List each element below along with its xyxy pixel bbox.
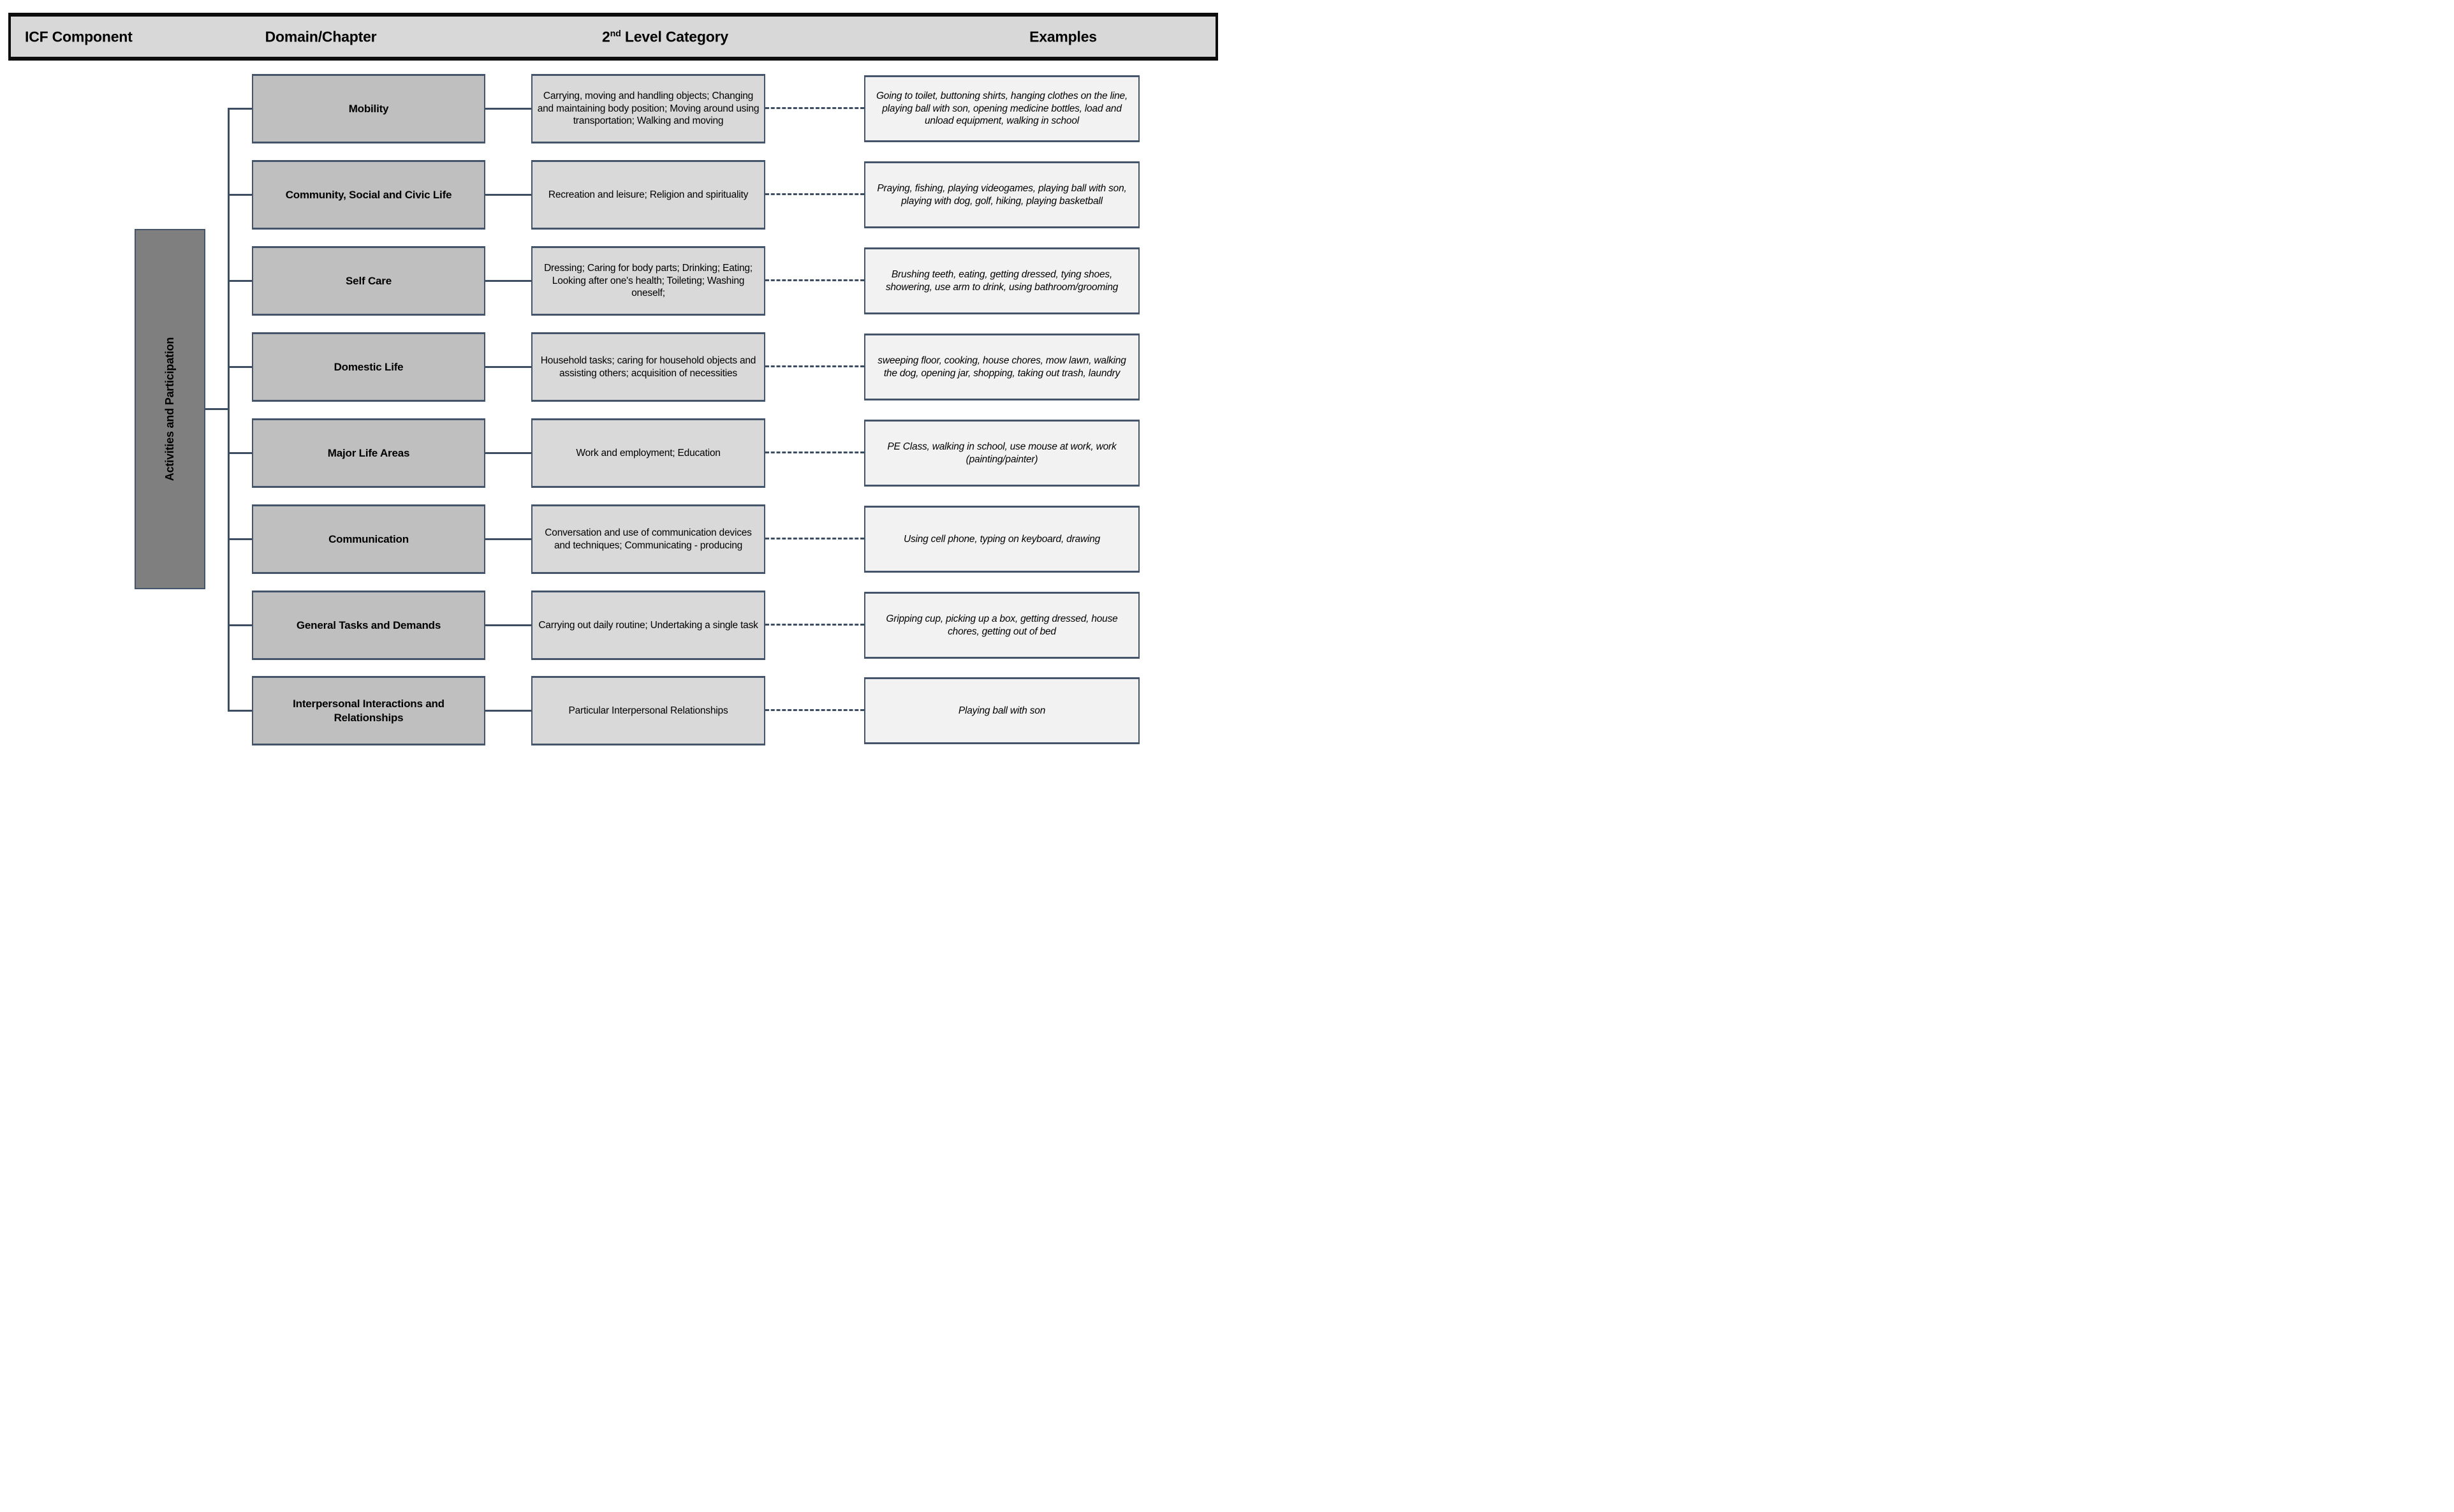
category-box: Conversation and use of communication de… [531, 504, 765, 574]
row-communication: Communication Conversation and use of co… [0, 504, 1227, 574]
row-interpersonal-interactions: Interpersonal Interactions and Relations… [0, 676, 1227, 745]
connector-dashed [765, 279, 864, 281]
domain-box: Communication [252, 504, 485, 574]
connector-stub [228, 366, 252, 368]
column-header-domain-chapter: Domain/Chapter [265, 28, 377, 45]
connector-stub [228, 624, 252, 626]
connector-solid [485, 710, 531, 712]
domain-box: General Tasks and Demands [252, 591, 485, 660]
connector-stub [228, 194, 252, 196]
connector-stub [228, 710, 252, 712]
connector-stub [228, 280, 252, 282]
connector-dashed [765, 193, 864, 195]
examples-box: Praying, fishing, playing videogames, pl… [864, 161, 1140, 228]
examples-box: Using cell phone, typing on keyboard, dr… [864, 506, 1140, 573]
row-self-care: Self Care Dressing; Caring for body part… [0, 246, 1227, 316]
column-header-icf-component: ICF Component [25, 28, 133, 45]
connector-solid [485, 194, 531, 196]
column-header-examples: Examples [1029, 28, 1097, 45]
category-box: Carrying, moving and handling objects; C… [531, 74, 765, 143]
connector-dashed [765, 365, 864, 367]
connector-solid [485, 452, 531, 454]
category-box: Work and employment; Education [531, 418, 765, 488]
connector-solid [485, 280, 531, 282]
domain-box: Mobility [252, 74, 485, 143]
domain-box: Self Care [252, 246, 485, 316]
domain-box: Community, Social and Civic Life [252, 160, 485, 230]
connector-spine [228, 108, 230, 712]
second-level-base: 2 [602, 28, 610, 45]
category-box: Carrying out daily routine; Undertaking … [531, 591, 765, 660]
examples-box: Brushing teeth, eating, getting dressed,… [864, 247, 1140, 314]
examples-box: PE Class, walking in school, use mouse a… [864, 420, 1140, 487]
icf-component-box: Activities and Participation [135, 229, 205, 589]
connector-solid [485, 538, 531, 540]
category-box: Recreation and leisure; Religion and spi… [531, 160, 765, 230]
second-level-superscript: nd [610, 28, 621, 39]
connector-dashed [765, 538, 864, 539]
category-box: Household tasks; caring for household ob… [531, 332, 765, 402]
row-mobility: Mobility Carrying, moving and handling o… [0, 74, 1227, 143]
connector-stub [228, 108, 252, 110]
row-general-tasks-and-demands: General Tasks and Demands Carrying out d… [0, 591, 1227, 660]
row-community-social-civic-life: Community, Social and Civic Life Recreat… [0, 160, 1227, 230]
examples-box: Gripping cup, picking up a box, getting … [864, 592, 1140, 659]
connector-stub [228, 452, 252, 454]
connector-solid [485, 108, 531, 110]
connector-solid [485, 366, 531, 368]
table-header: ICF Component Domain/Chapter 2nd Level C… [8, 13, 1218, 61]
icf-mapping-diagram: ICF Component Domain/Chapter 2nd Level C… [0, 0, 1227, 756]
examples-box: sweeping floor, cooking, house chores, m… [864, 334, 1140, 400]
connector-dashed [765, 451, 864, 453]
domain-box: Interpersonal Interactions and Relations… [252, 676, 485, 745]
connector-solid [485, 624, 531, 626]
connector-dashed [765, 709, 864, 711]
examples-box: Playing ball with son [864, 677, 1140, 744]
connector-trunk [205, 408, 229, 410]
column-header-second-level-category: 2nd Level Category [602, 28, 728, 45]
second-level-rest: Level Category [621, 28, 728, 45]
examples-box: Going to toilet, buttoning shirts, hangi… [864, 75, 1140, 142]
domain-box: Major Life Areas [252, 418, 485, 488]
row-domestic-life: Domestic Life Household tasks; caring fo… [0, 332, 1227, 402]
category-box: Dressing; Caring for body parts; Drinkin… [531, 246, 765, 316]
row-major-life-areas: Major Life Areas Work and employment; Ed… [0, 418, 1227, 488]
connector-stub [228, 538, 252, 540]
connector-dashed [765, 107, 864, 109]
category-box: Particular Interpersonal Relationships [531, 676, 765, 745]
connector-dashed [765, 624, 864, 626]
domain-box: Domestic Life [252, 332, 485, 402]
